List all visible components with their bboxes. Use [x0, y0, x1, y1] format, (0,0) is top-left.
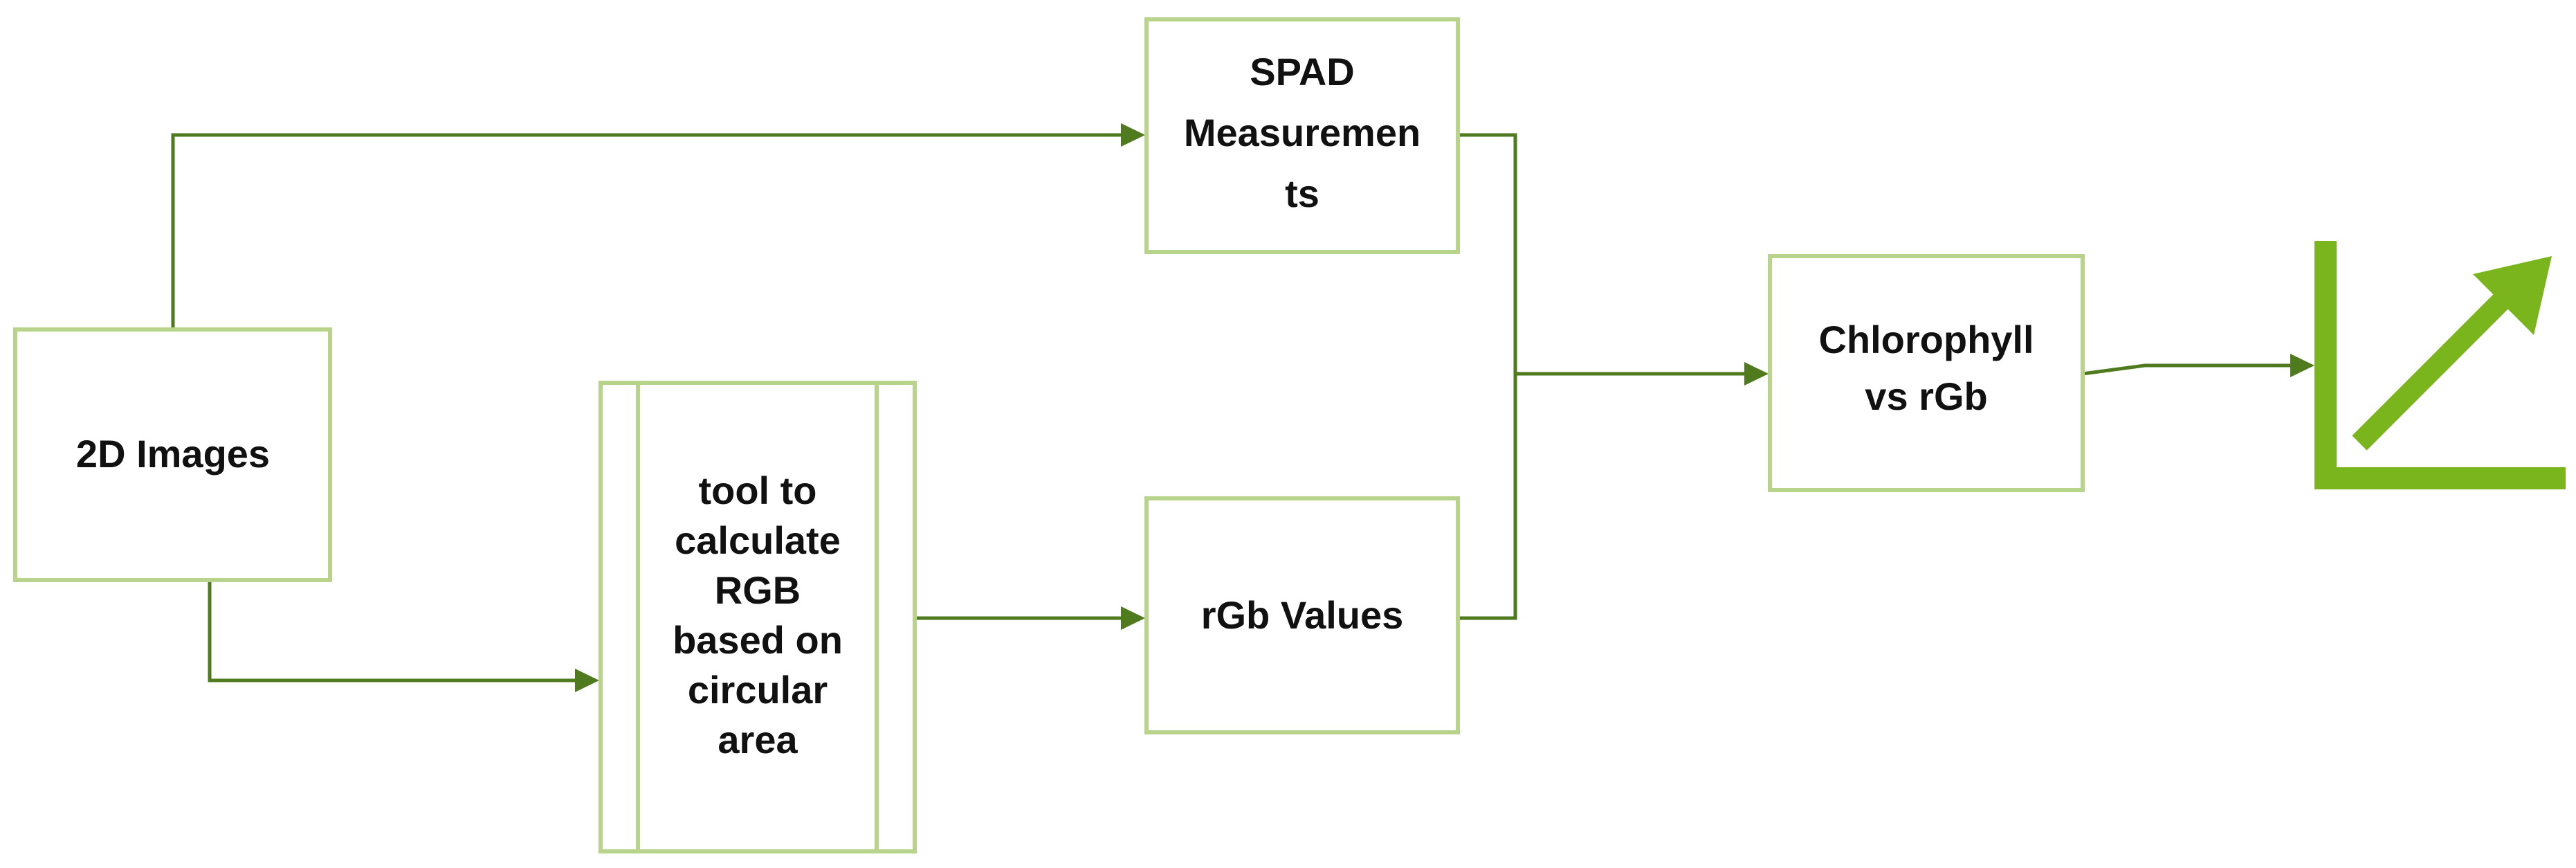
node-2d-images: 2D Images	[13, 327, 332, 582]
connector-chlorophyll-to-icon	[2082, 363, 2292, 376]
node-label-line: tool to	[698, 469, 816, 512]
node-label-line: ts	[1285, 172, 1319, 215]
node-label-line: 2D Images	[76, 432, 270, 476]
node-label-line: Chlorophyll	[1818, 318, 2034, 361]
trend-up-chart-icon	[2314, 241, 2566, 489]
node-rgb-values: rGb Values	[1144, 496, 1460, 734]
node-chlorophyll-vs-rgb: Chlorophyll vs rGb	[1768, 254, 2085, 492]
arrowhead-chlorophyll-to-icon	[2290, 354, 2314, 377]
node-label-line: circular	[688, 668, 828, 712]
node-label-line: Measuremen	[1184, 111, 1421, 154]
node-label-line: SPAD	[1250, 50, 1354, 93]
node-label-line: RGB	[715, 568, 801, 612]
arrowhead-images-to-spad	[1121, 123, 1145, 147]
node-label-line: vs rGb	[1865, 374, 1987, 418]
node-spad-measurements: SPAD Measuremen ts	[1144, 17, 1460, 254]
connectors	[171, 123, 2314, 692]
arrowhead-merge-to-chlorophyll	[1744, 362, 1769, 386]
node-label-line: area	[718, 718, 798, 761]
connector-images-to-spad	[171, 133, 1122, 329]
connector-spad-merge	[1458, 133, 1517, 620]
node-label-line: based on	[673, 618, 843, 662]
node-label-line: rGb Values	[1201, 593, 1404, 637]
arrowhead-images-to-tool	[575, 669, 599, 692]
connector-images-to-tool	[208, 581, 576, 682]
arrowhead-tool-to-rgb	[1121, 606, 1145, 630]
node-label-line: calculate	[675, 518, 841, 562]
